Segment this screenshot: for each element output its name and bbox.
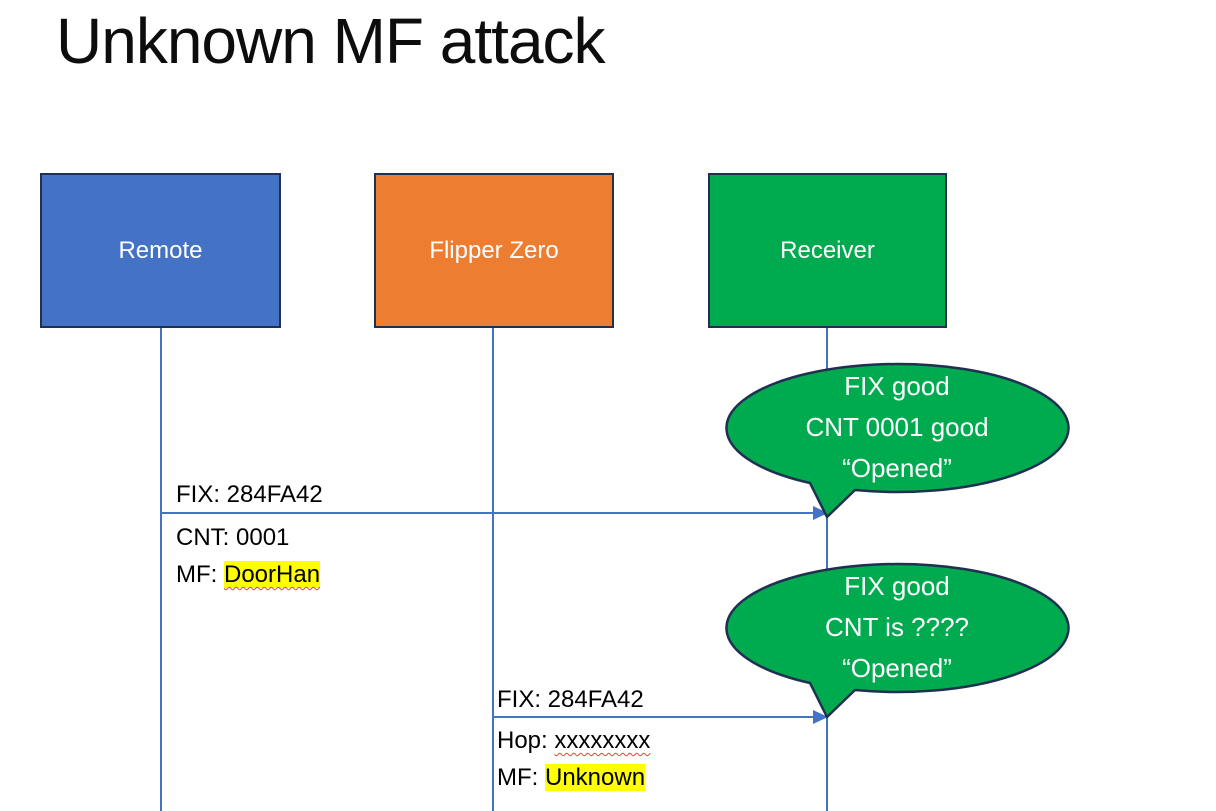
actor-box-flipper-zero: Flipper Zero: [374, 173, 614, 328]
message-2-label-above: FIX: 284FA42: [497, 681, 644, 718]
message-2-fix: FIX: 284FA42: [497, 686, 644, 713]
speech-bubble-1-shape: [725, 362, 1070, 519]
bubble-1-line-1: FIX good: [844, 371, 950, 401]
actor-label-receiver: Receiver: [780, 236, 875, 264]
speech-bubble-2-text: FIX good CNT is ???? “Opened”: [726, 566, 1068, 689]
lifeline-flipper-zero: [492, 328, 494, 811]
bubble-2-line-3: “Opened”: [842, 653, 952, 683]
message-1-mf-value-highlighted: DoorHan: [224, 561, 321, 588]
message-1-arrow-line: [161, 512, 814, 514]
lifeline-remote: [160, 328, 162, 811]
speech-bubble-1: [725, 362, 1070, 519]
message-1-mf: MF: DoorHan: [176, 561, 321, 588]
message-1-label-below: CNT: 0001 MF: DoorHan: [176, 519, 321, 593]
actor-box-remote: Remote: [40, 173, 281, 328]
message-2-hop: Hop: xxxxxxxx: [497, 727, 651, 754]
slide-title: Unknown MF attack: [56, 5, 606, 77]
bubble-2-line-1: FIX good: [844, 571, 950, 601]
actor-label-flipper-zero: Flipper Zero: [429, 236, 559, 264]
speech-bubble-2-shape: [725, 562, 1070, 719]
actor-box-receiver: Receiver: [708, 173, 947, 328]
message-2-mf: MF: Unknown: [497, 764, 646, 791]
message-1-cnt: CNT: 0001: [176, 524, 290, 551]
message-2-hop-value: xxxxxxxx: [554, 727, 651, 754]
actor-label-remote: Remote: [118, 236, 203, 264]
bubble-2-line-2: CNT is ????: [824, 612, 970, 642]
message-2-mf-value-highlighted: Unknown: [545, 764, 646, 791]
message-1-label-above: FIX: 284FA42: [176, 476, 323, 513]
message-1-fix: FIX: 284FA42: [176, 481, 323, 508]
bubble-1-line-2: CNT 0001 good: [805, 412, 989, 442]
speech-bubble-2: [725, 562, 1070, 719]
message-2-label-below: Hop: xxxxxxxx MF: Unknown: [497, 722, 650, 796]
message-2-arrow-line: [493, 716, 814, 718]
bubble-1-line-3: “Opened”: [842, 453, 952, 483]
speech-bubble-1-text: FIX good CNT 0001 good “Opened”: [726, 366, 1068, 489]
